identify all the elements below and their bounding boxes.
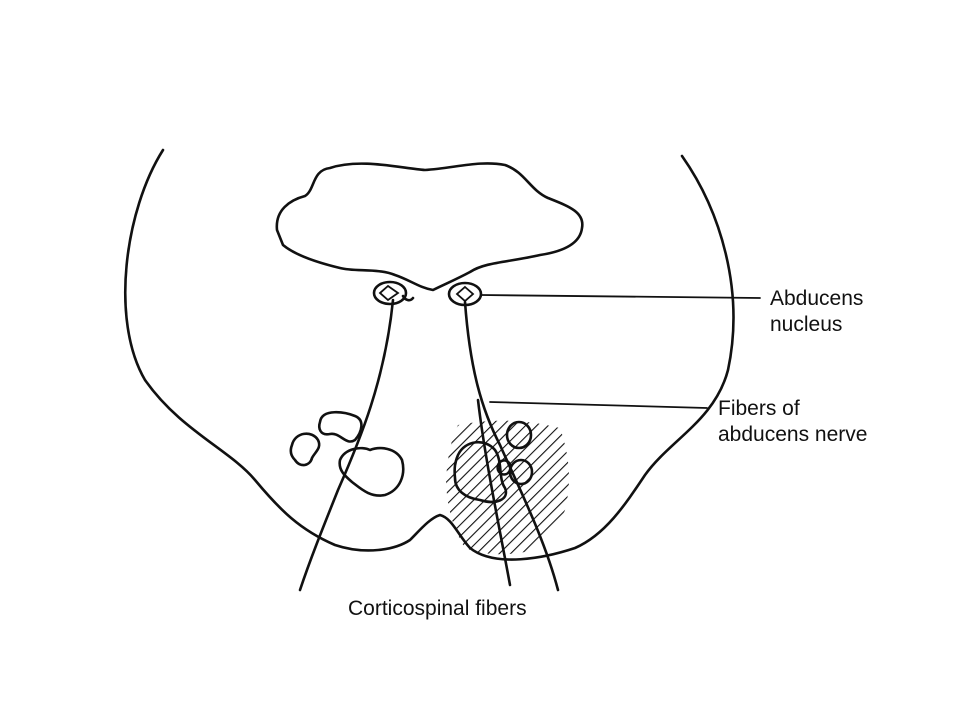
left-abducens-fibers (298, 298, 395, 592)
left-corticospinal-bundle-1 (318, 410, 363, 443)
label-abducens-fibers: Fibers of abducens nerve (718, 397, 867, 446)
leader-abducens-fibers (489, 401, 708, 409)
right-corticospinal-bundle-4 (496, 459, 512, 476)
left-abducens-nucleus (372, 280, 408, 306)
left-corticospinal-bundle-2 (289, 432, 321, 467)
label-corticospinal: Corticospinal fibers (348, 597, 527, 620)
right-corticospinal-bundle-2 (505, 420, 533, 450)
lesion-hatched-region (446, 420, 569, 555)
leader-abducens-nucleus (480, 294, 761, 299)
fourth-ventricle (275, 162, 584, 292)
label-abducens-nucleus: Abducens nucleus (770, 287, 869, 336)
left-corticospinal-bundle-3 (338, 446, 405, 497)
pons-outline (123, 148, 735, 561)
right-corticospinal-bundle-1 (453, 441, 508, 504)
